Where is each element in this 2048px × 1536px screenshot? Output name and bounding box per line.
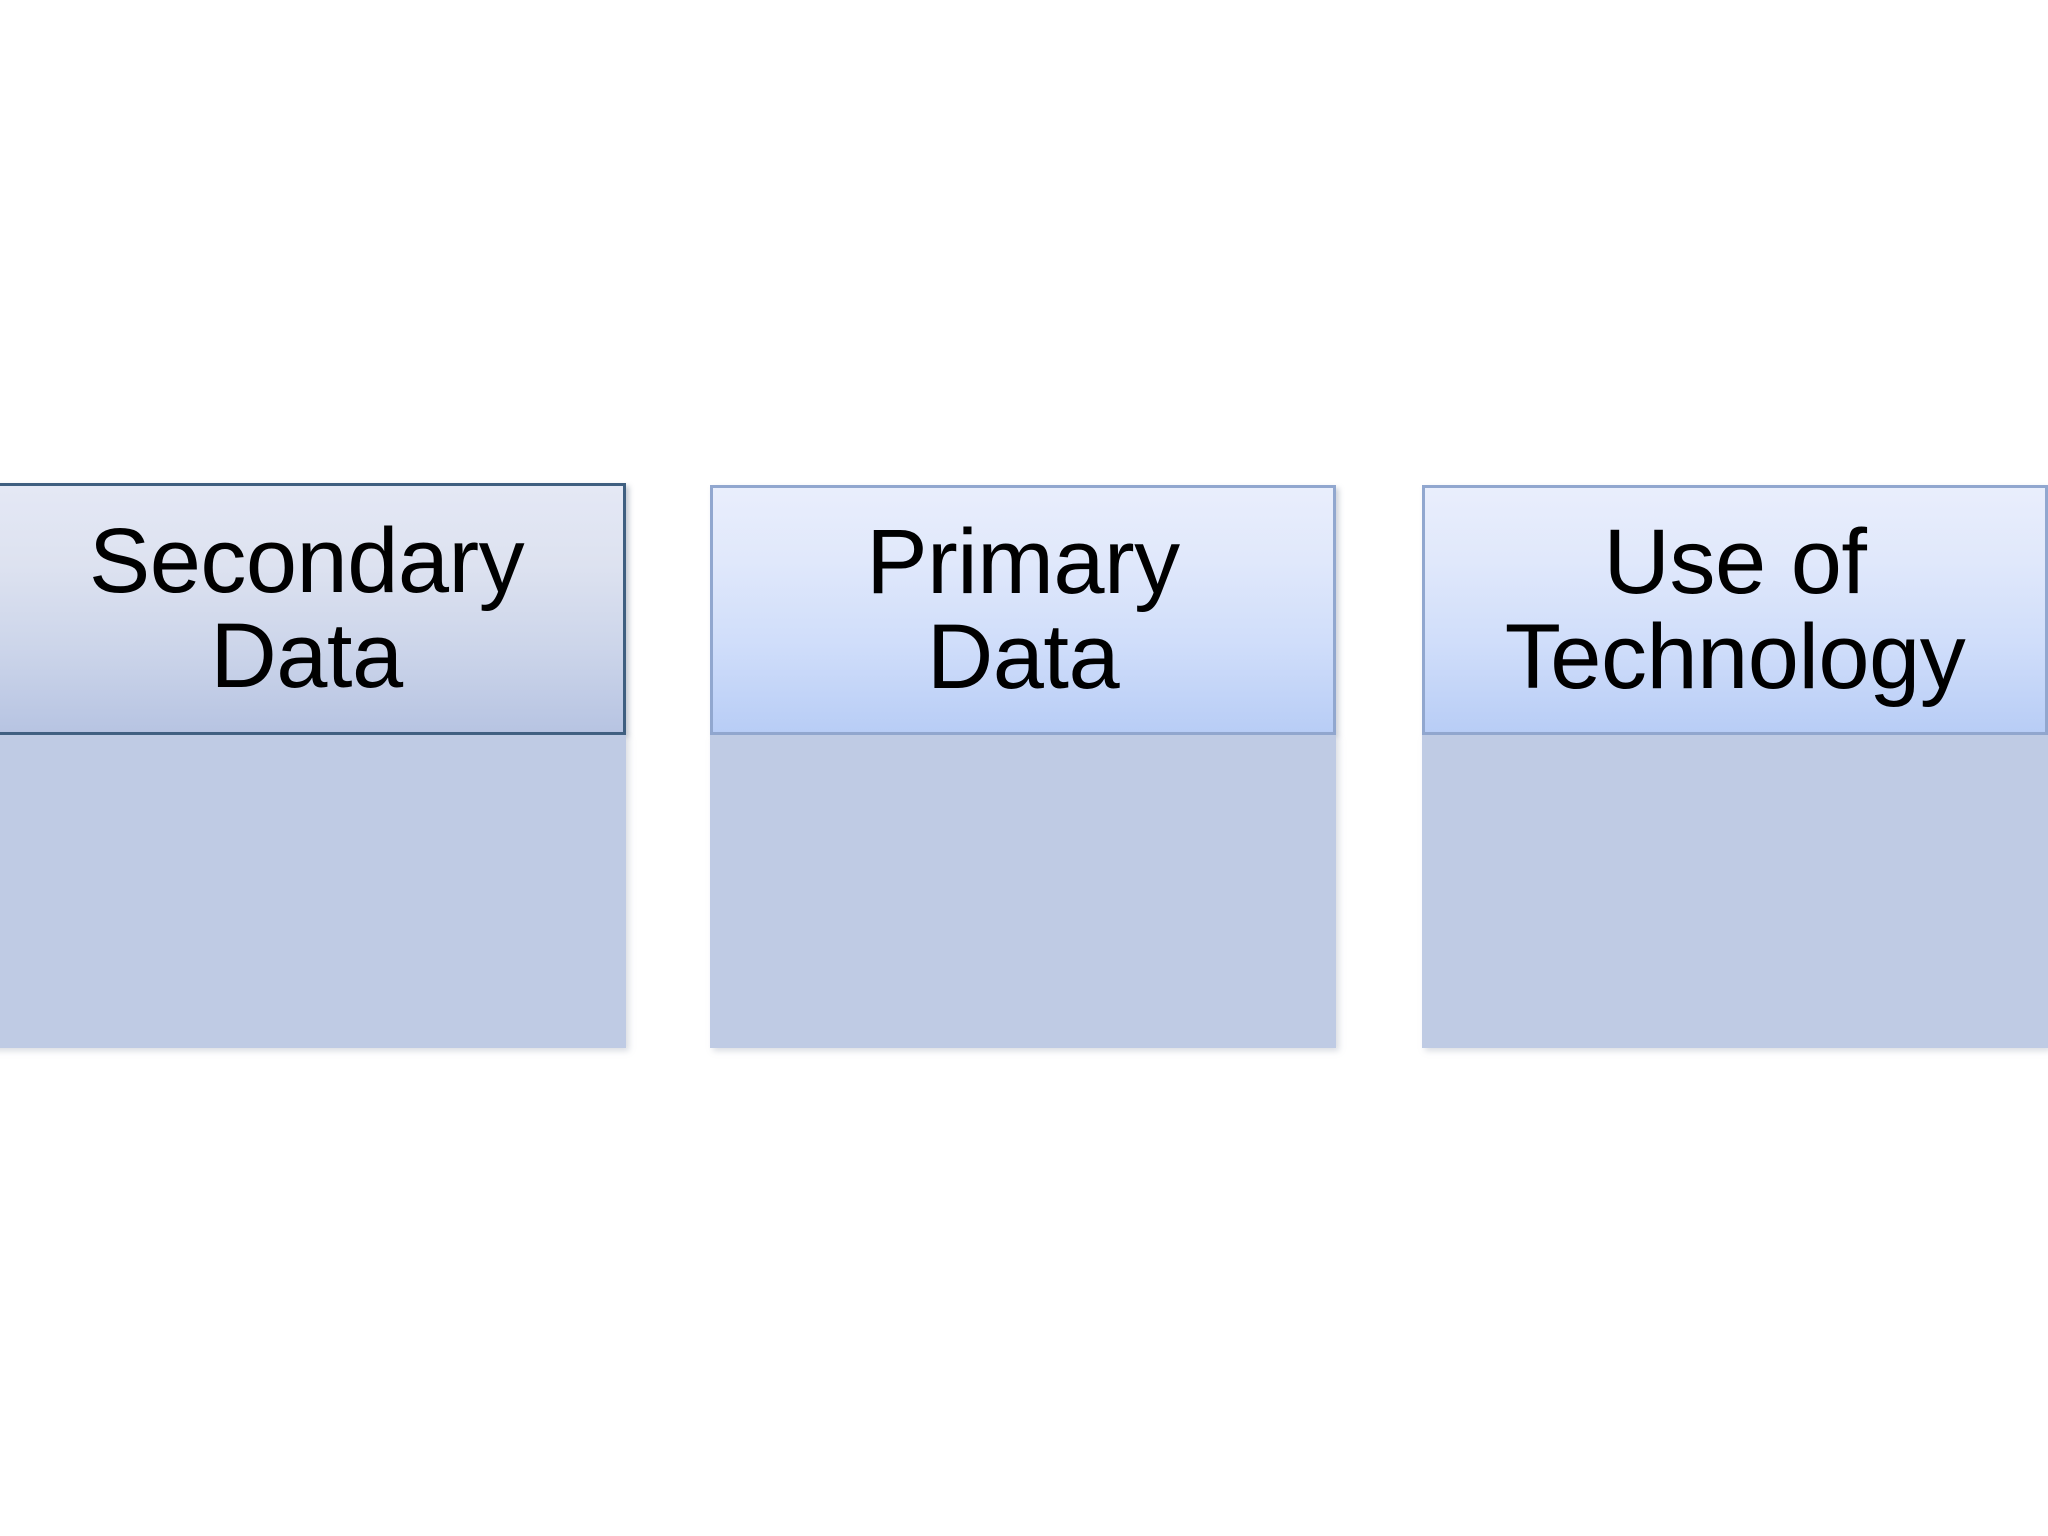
shape-use-of-technology-header[interactable]: Use of Technology xyxy=(1422,485,2048,735)
shape-primary-data-body[interactable] xyxy=(710,735,1336,1048)
shape-secondary-data-label: Secondary Data xyxy=(88,510,525,707)
shape-primary-data-label: Primary Data xyxy=(866,511,1180,708)
shape-primary-data-header[interactable]: Primary Data xyxy=(710,485,1336,735)
shape-secondary-data-body[interactable] xyxy=(0,735,626,1048)
shape-secondary-data-header[interactable]: Secondary Data xyxy=(0,483,626,735)
shape-use-of-technology-body[interactable] xyxy=(1422,735,2048,1048)
shape-use-of-technology-label: Use of Technology xyxy=(1504,511,1966,708)
